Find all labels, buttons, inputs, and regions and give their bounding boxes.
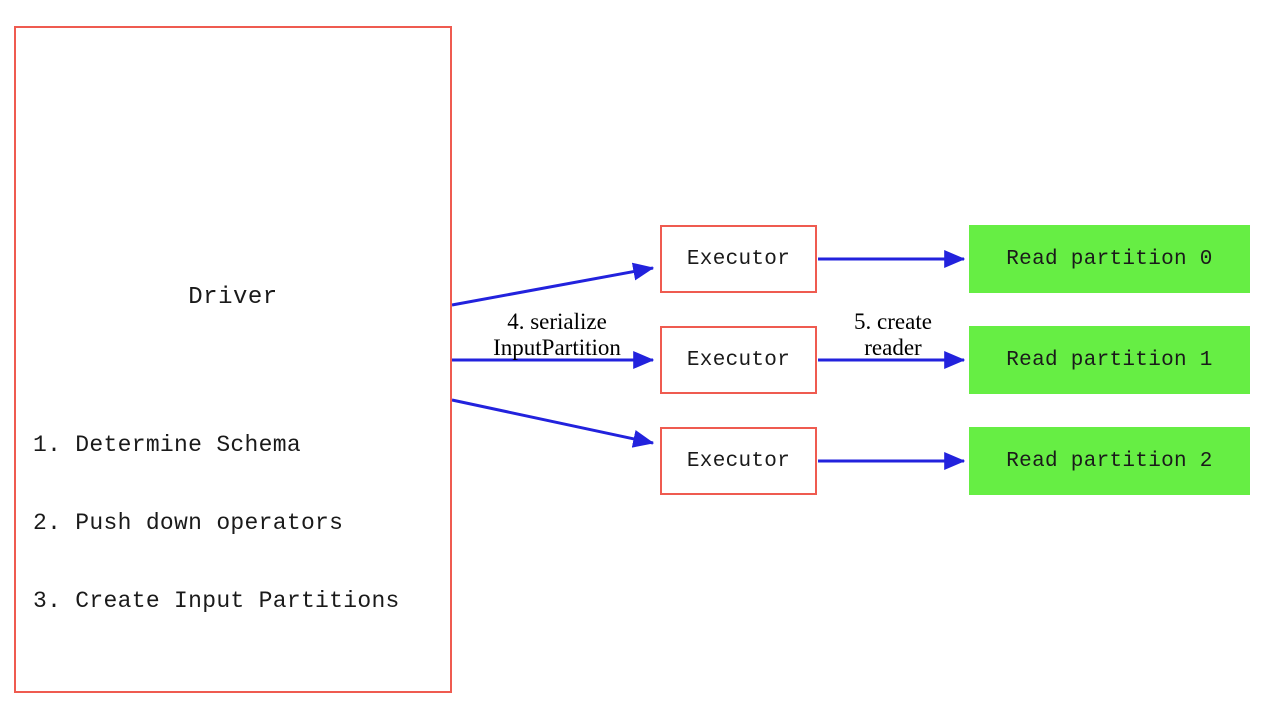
driver-title: Driver — [188, 284, 278, 311]
edge-label-serialize: 4. serialize InputPartition — [457, 309, 657, 361]
arrow-driver-to-executor-2 — [451, 398, 655, 448]
arrow-driver-to-executor-0 — [451, 262, 655, 307]
driver-box: Driver 1. Determine Schema 2. Push down … — [14, 26, 452, 693]
partition-box-0: Read partition 0 — [969, 225, 1250, 293]
driver-step-3: 3. Create Input Partitions — [33, 588, 400, 614]
executor-label-0: Executor — [686, 247, 791, 271]
edge-label-create-reader-line1: 5. create — [854, 309, 932, 334]
executor-box-2: Executor — [660, 427, 817, 495]
driver-step-1: 1. Determine Schema — [33, 432, 301, 458]
edge-label-serialize-line2: InputPartition — [493, 335, 621, 360]
partition-label-2: Read partition 2 — [1006, 449, 1213, 473]
partition-label-1: Read partition 1 — [1006, 348, 1213, 372]
partition-box-1: Read partition 1 — [969, 326, 1250, 394]
executor-label-2: Executor — [686, 449, 791, 473]
edge-label-serialize-line1: 4. serialize — [507, 309, 607, 334]
edge-label-create-reader: 5. create reader — [823, 309, 963, 361]
edge-label-create-reader-line2: reader — [864, 335, 922, 360]
executor-box-0: Executor — [660, 225, 817, 293]
driver-steps-list: 1. Determine Schema 2. Push down operato… — [33, 380, 400, 666]
driver-step-2: 2. Push down operators — [33, 510, 344, 536]
partition-box-2: Read partition 2 — [969, 427, 1250, 495]
executor-label-1: Executor — [686, 348, 791, 372]
partition-label-0: Read partition 0 — [1006, 247, 1213, 271]
executor-box-1: Executor — [660, 326, 817, 394]
